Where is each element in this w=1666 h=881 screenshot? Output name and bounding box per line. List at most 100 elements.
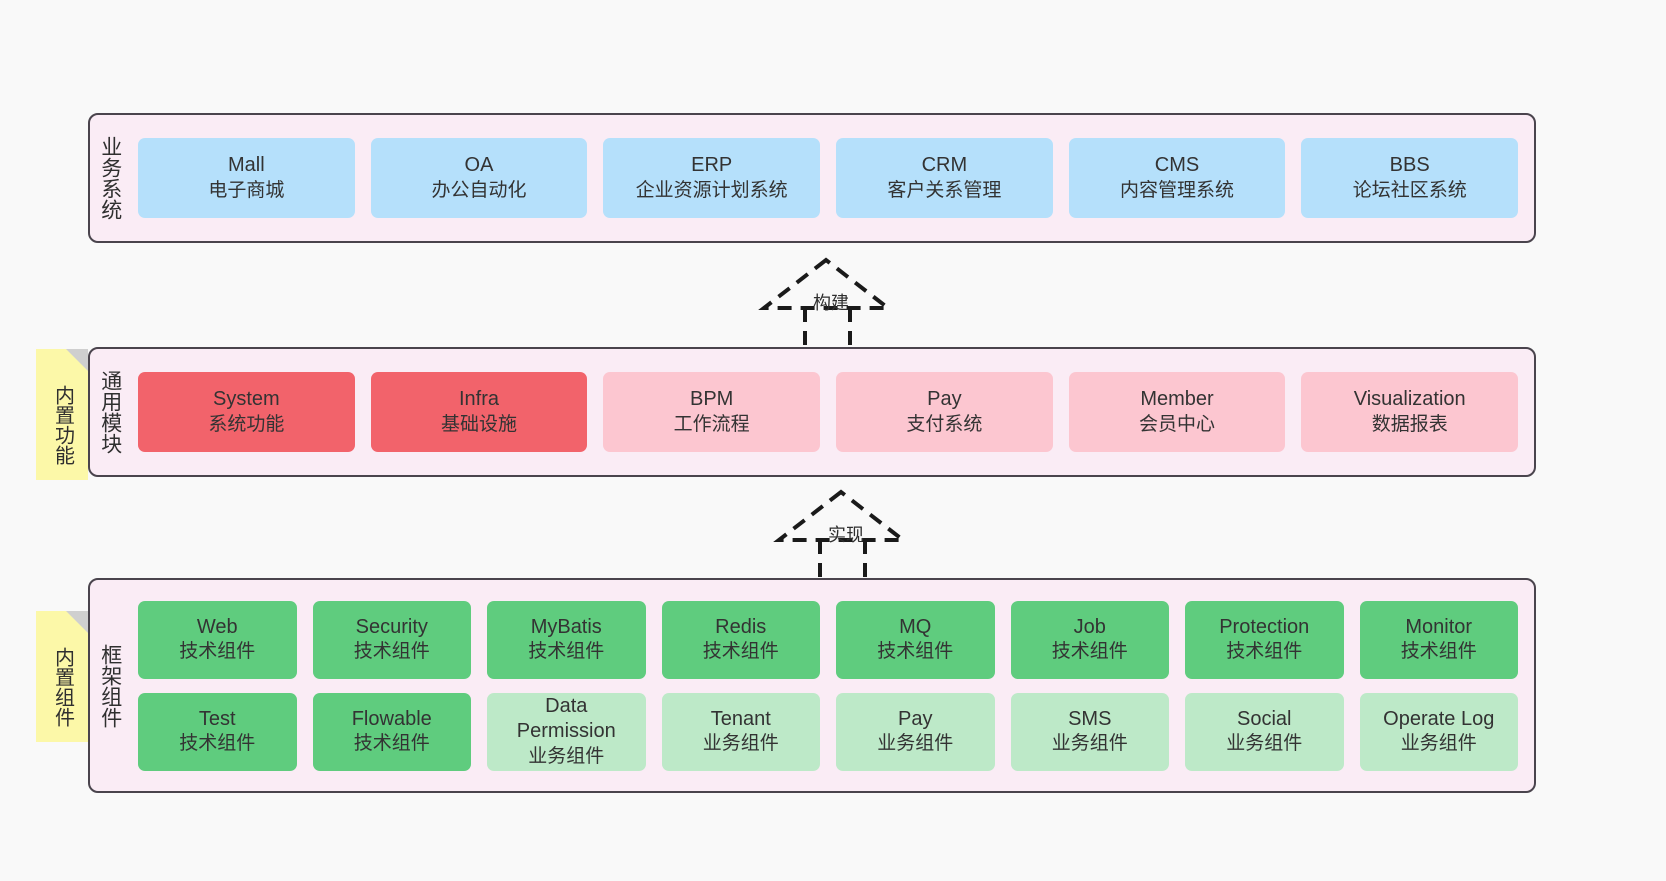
- node-cms[interactable]: CMS 内容管理系统: [1068, 138, 1286, 218]
- node-mall[interactable]: Mall 电子商城: [138, 138, 355, 218]
- node-tenant[interactable]: Tenant 业务组件: [661, 692, 820, 771]
- node-row-business: Test 技术组件 Flowable 技术组件 Data Permission …: [138, 692, 1518, 771]
- node-subtitle: 会员中心: [1139, 413, 1216, 435]
- node-subtitle: 业务组件: [877, 733, 954, 755]
- node-row: Mall 电子商城 OA 办公自动化 ERP 企业资源计划系统 CRM 客户关系…: [138, 138, 1519, 218]
- node-redis[interactable]: Redis 技术组件: [661, 600, 820, 679]
- node-social[interactable]: Social 业务组件: [1185, 692, 1344, 771]
- node-title: ERP: [691, 154, 733, 177]
- node-title: BPM: [690, 388, 734, 411]
- node-operate-log[interactable]: Operate Log 业务组件: [1359, 692, 1518, 771]
- node-sms[interactable]: SMS 业务组件: [1010, 692, 1169, 771]
- connector-implement-arrow: [773, 489, 909, 578]
- node-security[interactable]: Security 技术组件: [312, 600, 471, 679]
- node-subtitle: 技术组件: [353, 733, 430, 755]
- node-subtitle: 技术组件: [702, 641, 779, 663]
- layer-body-business-systems: Mall 电子商城 OA 办公自动化 ERP 企业资源计划系统 CRM 客户关系…: [130, 115, 1534, 241]
- node-title: Operate Log: [1383, 707, 1495, 730]
- node-subtitle: 业务组件: [1226, 733, 1303, 755]
- layer-panel-framework-components[interactable]: 框架组件 Web 技术组件 Security 技术组件 MyBatis 技术组件…: [88, 578, 1536, 793]
- node-title: System: [212, 388, 280, 411]
- node-subtitle: 办公自动化: [431, 179, 527, 201]
- node-subtitle: 业务组件: [1400, 733, 1477, 755]
- node-subtitle: 内容管理系统: [1120, 179, 1235, 201]
- node-title: Mall: [228, 154, 265, 177]
- node-title: Pay: [898, 707, 933, 730]
- node-title: Data Permission: [516, 695, 616, 743]
- node-title: Security: [355, 615, 428, 638]
- sticky-note-builtin-components[interactable]: 内置组件: [36, 611, 88, 742]
- layer-title-framework-components: 框架组件: [98, 643, 122, 728]
- node-title: MyBatis: [530, 615, 602, 638]
- node-subtitle: 技术组件: [353, 641, 430, 663]
- node-subtitle: 技术组件: [528, 641, 605, 663]
- sticky-note-builtin-features[interactable]: 内置功能: [36, 349, 88, 480]
- node-flowable[interactable]: Flowable 技术组件: [312, 692, 471, 771]
- node-title: Flowable: [351, 707, 432, 730]
- node-subtitle: 技术组件: [1400, 641, 1477, 663]
- node-erp[interactable]: ERP 企业资源计划系统: [603, 138, 821, 218]
- folded-corner-icon: [66, 611, 88, 633]
- node-member[interactable]: Member 会员中心: [1068, 372, 1286, 452]
- connector-build-arrow: [758, 257, 894, 346]
- node-mybatis[interactable]: MyBatis 技术组件: [487, 600, 646, 679]
- node-subtitle: 数据报表: [1371, 413, 1448, 435]
- node-title: Monitor: [1405, 615, 1473, 638]
- layer-panel-common-modules[interactable]: 通用模块 System 系统功能 Infra 基础设施 BPM 工作流程 Pay…: [88, 347, 1536, 477]
- node-bbs[interactable]: BBS 论坛社区系统: [1301, 138, 1519, 218]
- node-title: Infra: [458, 388, 500, 411]
- folded-corner-icon: [66, 349, 88, 371]
- node-row: System 系统功能 Infra 基础设施 BPM 工作流程 Pay 支付系统…: [138, 372, 1519, 452]
- node-subtitle: 企业资源计划系统: [635, 179, 788, 201]
- node-subtitle: 客户关系管理: [887, 179, 1002, 201]
- node-pay-component[interactable]: Pay 业务组件: [836, 692, 995, 771]
- node-title: Social: [1237, 707, 1292, 730]
- node-subtitle: 业务组件: [528, 745, 605, 767]
- layer-body-common-modules: System 系统功能 Infra 基础设施 BPM 工作流程 Pay 支付系统…: [130, 349, 1534, 475]
- sticky-note-label: 内置组件: [51, 646, 74, 727]
- node-title: SMS: [1068, 707, 1112, 730]
- node-title: Protection: [1219, 615, 1310, 638]
- node-title: Pay: [927, 388, 962, 411]
- sticky-note-label: 内置功能: [51, 384, 74, 465]
- node-job[interactable]: Job 技术组件: [1010, 600, 1169, 679]
- node-subtitle: 业务组件: [702, 733, 779, 755]
- node-title: MQ: [899, 615, 932, 638]
- node-crm[interactable]: CRM 客户关系管理: [836, 138, 1053, 218]
- node-subtitle: 技术组件: [1051, 641, 1128, 663]
- node-test[interactable]: Test 技术组件: [138, 692, 297, 771]
- node-title: Job: [1073, 615, 1106, 638]
- connector-build-label: 构建: [813, 293, 849, 313]
- node-title: CRM: [921, 154, 968, 177]
- layer-panel-business-systems[interactable]: 业务系统 Mall 电子商城 OA 办公自动化 ERP 企业资源计划系统 CRM…: [88, 113, 1536, 243]
- node-data-permission[interactable]: Data Permission 业务组件: [487, 692, 646, 771]
- node-title: Tenant: [710, 707, 771, 730]
- node-subtitle: 技术组件: [1226, 641, 1303, 663]
- layer-title-common-modules: 通用模块: [98, 370, 122, 454]
- node-subtitle: 技术组件: [179, 733, 256, 755]
- node-title: Redis: [715, 615, 767, 638]
- node-subtitle: 技术组件: [179, 641, 256, 663]
- node-infra[interactable]: Infra 基础设施: [370, 372, 588, 452]
- node-mq[interactable]: MQ 技术组件: [836, 600, 995, 679]
- node-title: Member: [1140, 388, 1214, 411]
- node-title: Visualization: [1353, 388, 1466, 411]
- node-bpm[interactable]: BPM 工作流程: [603, 372, 821, 452]
- node-oa[interactable]: OA 办公自动化: [370, 138, 588, 218]
- connector-implement: 实现: [773, 489, 915, 578]
- node-pay-module[interactable]: Pay 支付系统: [836, 372, 1053, 452]
- connector-build: 构建: [758, 257, 900, 346]
- node-title: OA: [464, 154, 494, 177]
- node-title: CMS: [1154, 154, 1200, 177]
- node-subtitle: 电子商城: [208, 179, 285, 201]
- node-web[interactable]: Web 技术组件: [138, 600, 297, 679]
- node-title: Web: [196, 615, 238, 638]
- node-protection[interactable]: Protection 技术组件: [1185, 600, 1344, 679]
- node-monitor[interactable]: Monitor 技术组件: [1359, 600, 1518, 679]
- node-system[interactable]: System 系统功能: [138, 372, 355, 452]
- node-subtitle: 论坛社区系统: [1352, 179, 1467, 201]
- node-subtitle: 业务组件: [1051, 733, 1128, 755]
- layer-title-business-systems: 业务系统: [98, 136, 122, 220]
- node-visualization[interactable]: Visualization 数据报表: [1301, 372, 1519, 452]
